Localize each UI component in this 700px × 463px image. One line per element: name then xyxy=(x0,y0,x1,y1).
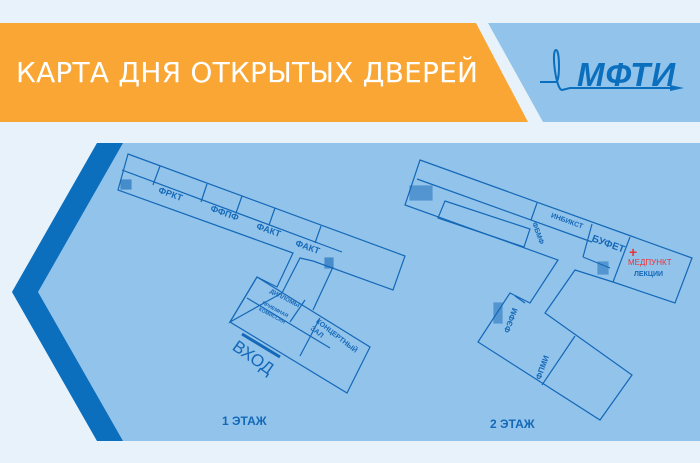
logo-banner xyxy=(488,23,700,122)
mipt-logo: МФТИ xyxy=(577,56,677,93)
page-title: КАРТА ДНЯ ОТКРЫТЫХ ДВЕРЕЙ xyxy=(16,56,479,89)
title-banner xyxy=(0,23,528,122)
logo-arrow-icon xyxy=(670,85,684,91)
floor2-label: 2 ЭТАЖ xyxy=(490,417,535,431)
floor1-label: 1 ЭТАЖ xyxy=(222,414,267,428)
floor1-plan xyxy=(117,153,406,394)
floor2-plan xyxy=(404,159,693,421)
medical-cross-icon: + xyxy=(629,244,638,260)
room-lectures: ЛЕКЦИИ xyxy=(634,271,664,278)
room-medpunkt: МЕДПУНКТ xyxy=(628,258,672,267)
map-area xyxy=(12,143,700,441)
logo-pulse-icon xyxy=(540,48,670,92)
chevron-stripe xyxy=(12,143,123,441)
